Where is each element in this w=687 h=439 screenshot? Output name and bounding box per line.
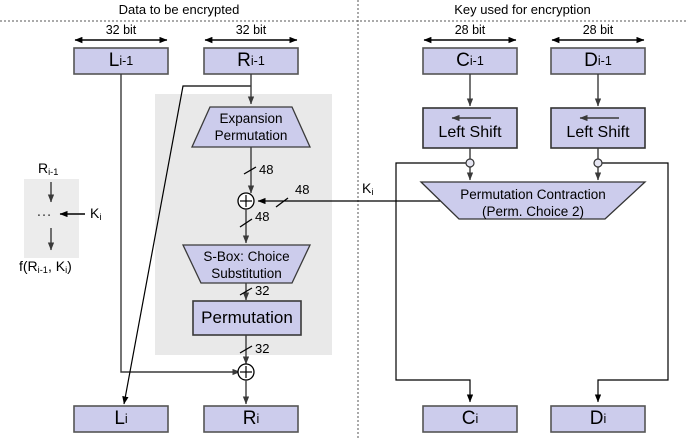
- sbox-substitution-label: S-Box: Choice Substitution: [185, 248, 308, 282]
- legend-input-subscript: i-1: [48, 167, 59, 178]
- permutation-box: [192, 300, 302, 336]
- bus-slash-xor-out: [239, 218, 253, 228]
- bus-width-perm-out: 32: [255, 341, 270, 356]
- legend-key-subscript: i: [99, 212, 102, 223]
- header-data-label: Data to be encrypted: [118, 2, 240, 17]
- wire-l-prev-to-xor: [120, 74, 241, 376]
- wire-bypass-c-next: [395, 162, 474, 403]
- wire-r-prev-to-l-next: [122, 85, 251, 405]
- block-l-next: [73, 405, 169, 433]
- subkey-letter: K: [362, 180, 372, 196]
- subkey-subscript: i: [371, 187, 374, 198]
- expansion-permutation-shape: [190, 106, 312, 148]
- block-c-next: [422, 405, 518, 433]
- bus-width-xor-out: 48: [255, 209, 270, 224]
- legend-output-label: f(Ri-1, Ki): [19, 258, 72, 275]
- bit-label-c-prev: 28 bit: [454, 23, 486, 37]
- bit-label-d-prev: 28 bit: [582, 23, 614, 37]
- left-shift-box-d: [550, 107, 646, 149]
- block-r-prev: [203, 47, 299, 75]
- expansion-permutation-label: Expansion Permutation: [192, 110, 310, 144]
- permutation-contraction-label: Permutation Contraction (Perm. Choice 2): [421, 186, 645, 220]
- sbox-substitution-shape: [181, 244, 312, 284]
- legend-output-suffix: ): [67, 258, 72, 274]
- bus-width-expansion-out: 48: [259, 162, 274, 177]
- wire-bypass-d-next: [594, 162, 669, 403]
- legend-output-sub2: i: [65, 265, 68, 276]
- contraction-line-1: Permutation Contraction: [460, 187, 606, 202]
- block-d-next: [550, 405, 646, 433]
- block-r-next: [203, 405, 299, 433]
- bit-label-l-prev: 32 bit: [105, 23, 137, 37]
- block-c-prev: [422, 47, 518, 75]
- legend-key-label: Ki: [90, 205, 101, 222]
- legend-input-label: Ri-1: [38, 160, 58, 177]
- contraction-line-2: (Perm. Choice 2): [481, 204, 585, 219]
- bus-slash-sbox-out: [239, 287, 253, 296]
- junction-node-c: [465, 158, 475, 168]
- block-l-prev: [73, 47, 169, 75]
- block-d-prev: [550, 47, 646, 75]
- bus-width-sbox-out: 32: [255, 283, 270, 298]
- sbox-line-1: S-Box: Choice: [203, 249, 290, 264]
- expansion-line-1: Expansion: [219, 111, 283, 126]
- bus-slash-expansion-out: [243, 166, 257, 175]
- expansion-line-2: Permutation: [214, 128, 288, 143]
- legend-output-sub1: i-1: [37, 265, 48, 276]
- legend-input-letter: R: [38, 160, 49, 176]
- subkey-label: Ki: [362, 180, 373, 197]
- header-key-label: Key used for encryption: [454, 2, 591, 17]
- legend-dots: …: [36, 203, 53, 220]
- legend-output-prefix: f(R: [19, 258, 38, 274]
- legend-key-letter: K: [90, 205, 100, 221]
- legend-canvas: [47, 182, 85, 251]
- left-shift-box-c: [422, 107, 518, 149]
- bit-label-r-prev: 32 bit: [235, 23, 267, 37]
- legend-output-mid: , K: [47, 258, 66, 274]
- bus-slash-key-in: [275, 197, 289, 208]
- sbox-line-2: Substitution: [211, 266, 282, 281]
- bus-width-key-in: 48: [295, 182, 310, 197]
- permutation-contraction-shape: [419, 181, 647, 220]
- bus-slash-perm-out: [239, 345, 253, 354]
- junction-node-d: [593, 158, 603, 168]
